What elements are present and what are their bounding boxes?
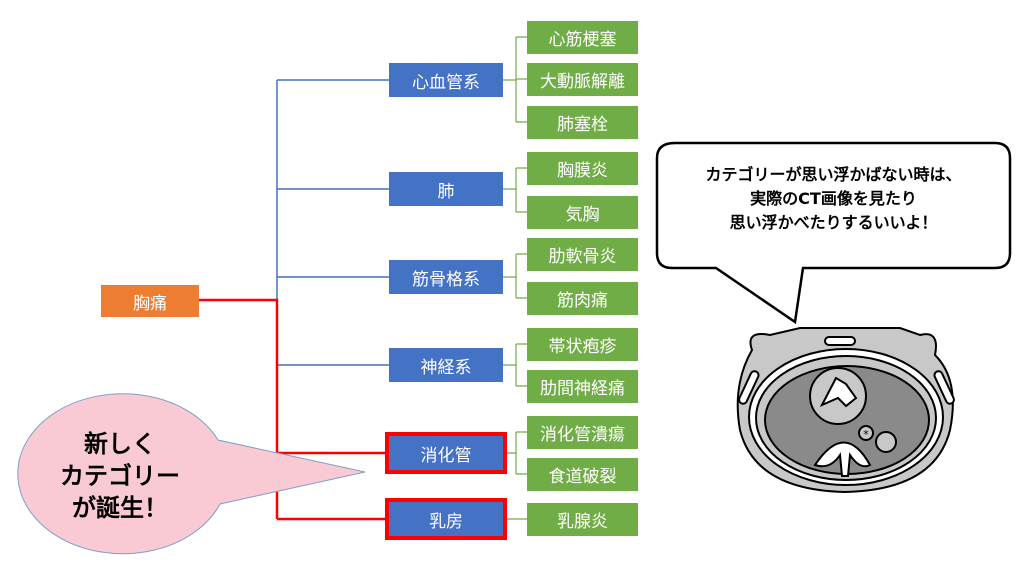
- leaf-node: 気胸: [527, 196, 638, 229]
- callout-line: カテゴリー: [60, 462, 180, 490]
- leaf-node: 消化管潰瘍: [527, 416, 638, 449]
- new-category-callout: 新しく カテゴリー が誕生！: [40, 428, 200, 524]
- leaf-node: 肋間神経痛: [527, 370, 638, 403]
- callout-line: 新しく: [84, 430, 156, 458]
- leaf-node: 食道破裂: [527, 458, 638, 491]
- pink-callout-shape: [17, 393, 366, 555]
- leaf-node: 筋肉痛: [527, 282, 638, 315]
- callout-line: が誕生！: [72, 494, 168, 522]
- ct-scan-illustration: *: [736, 327, 955, 494]
- green-connectors: [503, 36, 527, 520]
- leaf-node: 帯状疱疹: [527, 328, 638, 361]
- category-nervous: 神経系: [389, 348, 503, 382]
- speech-line: カテゴリーが思い浮かばない時は、: [705, 165, 962, 184]
- speech-line: 実際のCT画像を見たり: [750, 189, 917, 208]
- category-breast-new: 乳房: [385, 498, 507, 540]
- blue-connectors: [276, 79, 389, 366]
- speech-bubble-text: カテゴリーが思い浮かばない時は、 実際のCT画像を見たり 思い浮かべたりするいい…: [657, 163, 1010, 235]
- category-musculoskeletal: 筋骨格系: [389, 260, 503, 294]
- leaf-node: 大動脈解離: [527, 63, 638, 96]
- category-lung: 肺: [389, 172, 503, 206]
- svg-text:*: *: [863, 428, 869, 441]
- root-node-chest-pain: 胸痛: [101, 285, 199, 317]
- category-digestive-new: 消化管: [385, 432, 507, 474]
- speech-line: 思い浮かべたりするいいよ！: [729, 213, 938, 232]
- leaf-node: 心筋梗塞: [527, 21, 638, 54]
- leaf-node: 乳腺炎: [527, 503, 638, 536]
- leaf-node: 肺塞栓: [527, 106, 638, 139]
- leaf-node: 胸膜炎: [527, 152, 638, 185]
- leaf-node: 肋軟骨炎: [527, 238, 638, 271]
- category-cardiovascular: 心血管系: [389, 63, 503, 97]
- speech-bubble-shape: [655, 141, 1012, 325]
- red-connectors: [199, 298, 389, 521]
